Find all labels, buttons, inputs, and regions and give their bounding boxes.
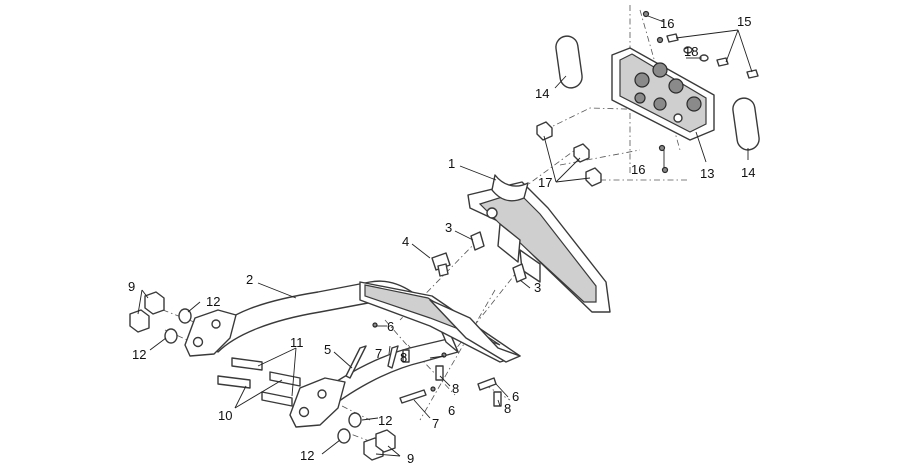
callout-11: 11 <box>290 335 304 350</box>
callout-14: 14 <box>535 86 549 101</box>
reflectors <box>555 35 760 151</box>
plate-holder <box>611 47 715 141</box>
tube-frame <box>184 280 521 428</box>
callout-6: 6 <box>512 389 519 404</box>
callout-labels: 1 2 3 3 4 5 6 6 6 7 7 8 8 8 9 9 10 11 12… <box>128 14 755 464</box>
hardware <box>129 10 759 461</box>
callout-7: 7 <box>432 416 439 431</box>
callout-8: 8 <box>452 381 459 396</box>
callout-8: 8 <box>504 401 511 416</box>
callout-17: 17 <box>538 175 552 190</box>
callout-14: 14 <box>741 165 755 180</box>
callout-10: 10 <box>218 408 232 423</box>
callout-3: 3 <box>534 280 541 295</box>
callout-6: 6 <box>448 403 455 418</box>
callout-12: 12 <box>378 413 392 428</box>
callout-5: 5 <box>324 342 331 357</box>
callout-16: 16 <box>660 16 674 31</box>
callout-6: 6 <box>387 319 394 334</box>
callout-18: 18 <box>684 44 698 59</box>
callout-15: 15 <box>737 14 751 29</box>
callout-4: 4 <box>402 234 409 249</box>
callout-13: 13 <box>700 166 714 181</box>
callout-7: 7 <box>375 346 382 361</box>
callout-8: 8 <box>400 350 407 365</box>
callout-12: 12 <box>300 448 314 463</box>
callout-1: 1 <box>448 156 455 171</box>
callout-9: 9 <box>407 451 414 464</box>
callout-12: 12 <box>206 294 220 309</box>
leader-lines <box>137 15 753 457</box>
callout-2: 2 <box>246 272 253 287</box>
callout-3: 3 <box>445 220 452 235</box>
plate-bracket <box>429 174 611 363</box>
callout-16: 16 <box>631 162 645 177</box>
callout-9: 9 <box>128 279 135 294</box>
callout-12: 12 <box>132 347 146 362</box>
